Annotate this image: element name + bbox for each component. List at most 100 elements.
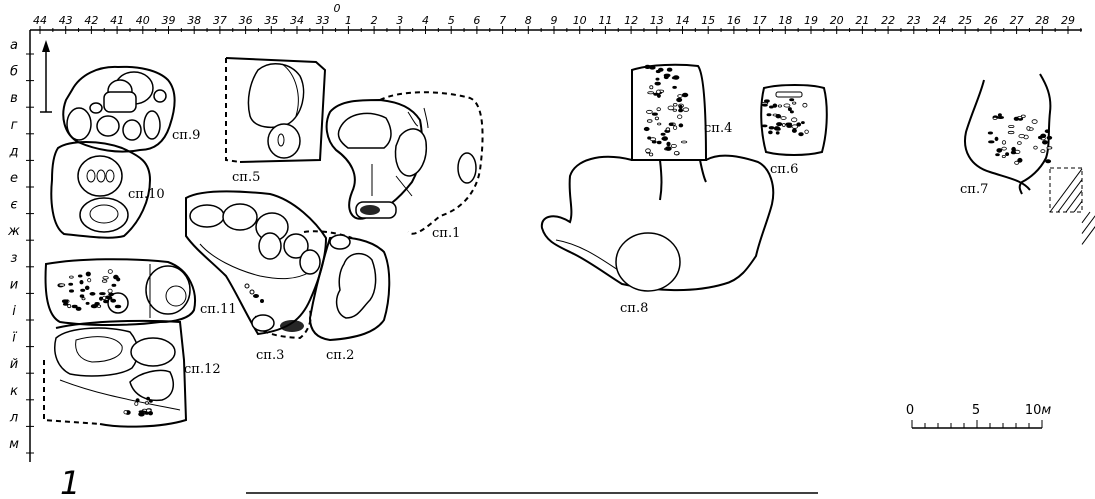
find-marker [134, 401, 139, 406]
find-marker [1044, 129, 1050, 134]
row-label: м [9, 437, 19, 452]
find-marker [672, 108, 677, 112]
column-label: 5 [448, 14, 455, 27]
find-marker [643, 126, 650, 132]
find-marker [99, 296, 104, 301]
column-label: 21 [855, 14, 869, 27]
column-label: 10 [573, 14, 587, 27]
scale-unit: м [1041, 403, 1051, 418]
find-marker [663, 73, 671, 78]
find-marker [775, 113, 782, 119]
row-label: к [10, 384, 18, 399]
figure-number: 1 [60, 464, 80, 499]
find-marker [87, 278, 92, 283]
hatch-line [1065, 190, 1083, 213]
find-marker [646, 109, 653, 114]
find-marker [116, 277, 121, 282]
find-marker [762, 103, 768, 107]
row-label: б [10, 65, 18, 80]
find-marker [667, 105, 675, 111]
feature-4-label: сп.4 [704, 121, 732, 136]
find-marker [99, 292, 106, 296]
column-label: 9 [551, 14, 558, 27]
find-marker [71, 304, 78, 309]
find-marker [678, 108, 684, 113]
find-marker [649, 65, 656, 70]
find-marker [656, 107, 661, 112]
feature-3-label: сп.3 [256, 348, 284, 363]
feature-7-finds [987, 113, 1053, 165]
find-marker [80, 288, 86, 292]
find-marker [676, 97, 683, 103]
hatch-line [1081, 226, 1095, 245]
column-label: 16 [727, 14, 741, 27]
find-marker [987, 131, 994, 135]
find-marker [1018, 134, 1025, 139]
find-marker [647, 91, 655, 95]
find-marker [1017, 157, 1023, 163]
column-label: 8 [525, 14, 532, 27]
find-marker [646, 119, 653, 123]
find-marker [992, 117, 998, 120]
find-marker [781, 123, 786, 127]
find-marker [123, 410, 128, 415]
column-label: 7 [499, 14, 506, 27]
row-label: а [10, 38, 18, 53]
hatch-line [1049, 168, 1083, 213]
find-marker [144, 401, 149, 405]
find-marker [148, 411, 154, 416]
find-marker [81, 297, 86, 301]
find-marker [1020, 114, 1026, 118]
column-label: 38 [187, 14, 201, 27]
row-label: ї [12, 331, 17, 346]
feature-1-label: сп.1 [432, 226, 460, 241]
column-label: 1 [345, 14, 352, 27]
find-marker [681, 92, 689, 98]
hatch-lines [1049, 168, 1095, 245]
find-marker [1046, 146, 1053, 150]
find-marker [108, 292, 114, 297]
find-marker [77, 274, 83, 278]
scale-start: 0 [906, 403, 914, 418]
find-marker [988, 140, 995, 144]
find-marker [768, 130, 773, 135]
column-label: 25 [958, 14, 972, 27]
find-marker [655, 69, 661, 74]
find-marker [656, 89, 661, 94]
find-marker [1005, 152, 1010, 157]
column-label: 36 [239, 14, 253, 27]
column-label: 20 [830, 14, 844, 27]
feature-6-label: сп.6 [770, 162, 798, 177]
find-marker [79, 294, 85, 298]
feature-8: сп.8 [540, 154, 775, 316]
column-label: 28 [1035, 14, 1049, 27]
find-marker [798, 132, 804, 137]
find-marker [796, 122, 802, 127]
find-marker [768, 126, 775, 130]
column-label: 44 [33, 14, 47, 27]
find-marker [106, 296, 113, 300]
find-marker [786, 124, 793, 128]
column-label: 11 [598, 14, 612, 27]
column-label: 29 [1061, 14, 1075, 27]
column-label: 34 [290, 14, 304, 27]
feature-10-label: сп.10 [128, 187, 165, 202]
find-marker [138, 410, 146, 414]
column-label: 13 [650, 14, 664, 27]
column-label: 40 [136, 14, 150, 27]
feature-11: сп.11 [44, 258, 237, 326]
find-marker [1040, 133, 1047, 138]
find-marker [654, 81, 661, 86]
column-label: 4 [422, 14, 429, 27]
feature-12-finds [123, 396, 154, 417]
feature-3: сп.3 [185, 190, 328, 363]
column-label: 14 [676, 14, 690, 27]
find-marker [1026, 126, 1031, 131]
feature-5-label: сп.5 [232, 170, 260, 185]
find-marker [62, 302, 69, 306]
row-label: й [10, 357, 18, 372]
scale-end: 10м [1025, 403, 1052, 418]
find-marker [769, 105, 774, 109]
find-marker [773, 126, 781, 131]
